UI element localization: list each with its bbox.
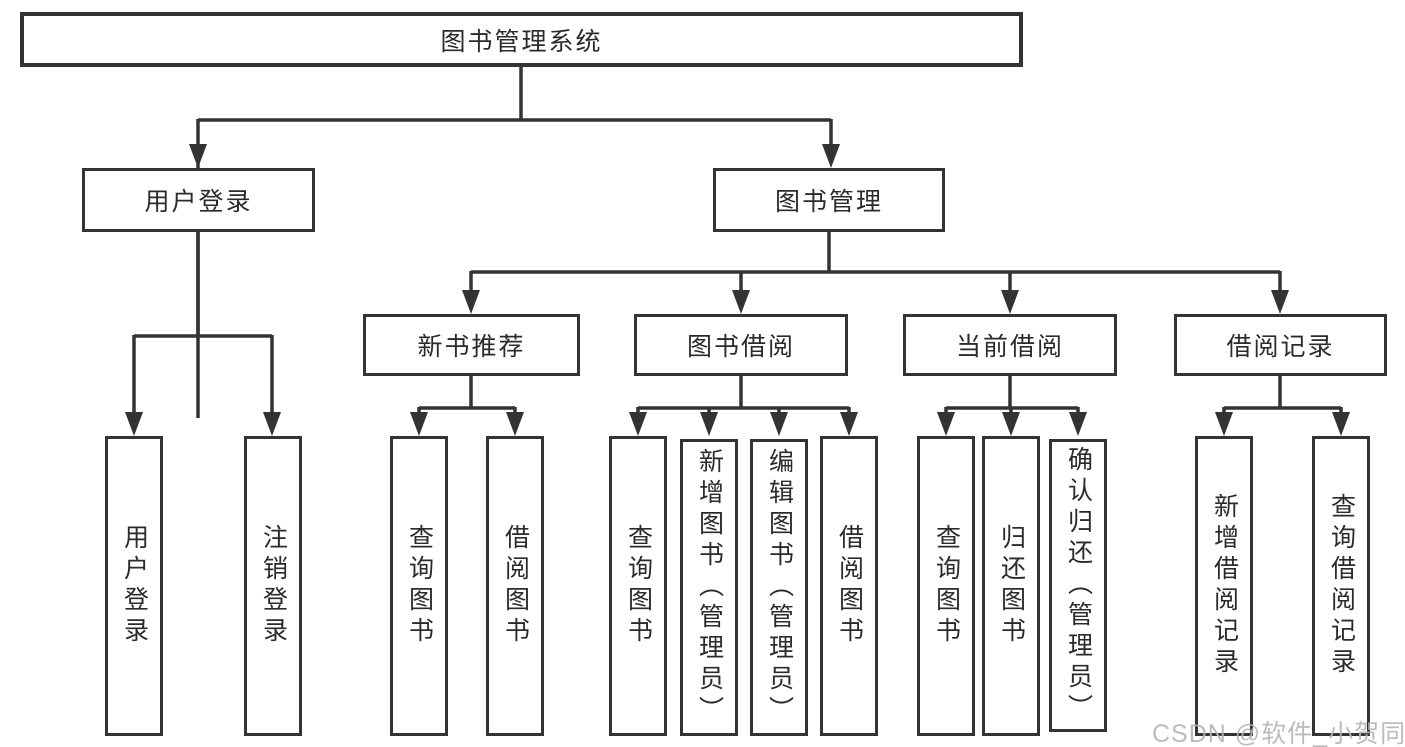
node-leaf-br-add-record: 新增借阅记录 — [1195, 436, 1253, 736]
node-leaf-bb-borrow-books: 借阅图书 — [820, 436, 878, 736]
arrowhead-bb-borrow-books — [840, 412, 858, 436]
arrowhead-book-management — [822, 144, 840, 168]
arrowhead-bb-query-books — [629, 412, 647, 436]
node-leaf-cb-confirm-return-admin: 确认归还（管理员） — [1049, 439, 1107, 732]
arrowhead-nbr-borrow-books — [506, 412, 524, 436]
arrowhead-cb-confirm-return — [1069, 412, 1087, 436]
node-leaf-logout: 注销登录 — [244, 436, 302, 736]
arrowhead-cb-query-books — [937, 412, 955, 436]
node-current-borrowing: 当前借阅 — [903, 314, 1117, 376]
node-leaf-user-login: 用户登录 — [105, 436, 163, 736]
node-leaf-br-query-record: 查询借阅记录 — [1312, 436, 1370, 736]
arrowhead-bb-edit-books — [770, 412, 788, 436]
node-leaf-nbr-query-books: 查询图书 — [390, 436, 448, 736]
arrowhead-leaf-user-login — [125, 412, 143, 436]
arrowhead-user-login-group — [189, 144, 207, 168]
connector-current-borrowing-to-leaves — [944, 376, 1080, 418]
node-leaf-bb-edit-books-admin: 编辑图书（管理员） — [750, 439, 808, 736]
node-leaf-cb-query-books: 查询图书 — [917, 436, 975, 736]
node-book-management: 图书管理 — [713, 168, 945, 232]
arrowhead-current-borrowing — [1001, 290, 1019, 314]
arrowhead-bb-add-books — [700, 412, 718, 436]
arrowhead-borrowing-records — [1271, 290, 1289, 314]
node-leaf-bb-query-books: 查询图书 — [609, 436, 667, 736]
connector-root-to-level2 — [196, 67, 833, 418]
node-new-book-recommend: 新书推荐 — [363, 314, 580, 376]
connector-book-borrowing-to-leaves — [636, 376, 851, 418]
watermark-text: CSDN @软件_小贺同学 — [1152, 720, 1405, 747]
arrowhead-leaf-logout — [263, 412, 281, 436]
node-user-login-group: 用户登录 — [82, 168, 315, 232]
arrowhead-new-book-recommend — [462, 290, 480, 314]
connector-book-management-to-level3 — [469, 232, 1282, 296]
node-leaf-cb-return-books: 归还图书 — [982, 436, 1040, 736]
node-borrowing-records: 借阅记录 — [1174, 314, 1387, 376]
arrowhead-br-query-record — [1332, 412, 1350, 436]
node-book-borrowing: 图书借阅 — [634, 314, 848, 376]
connector-new-book-recommend-to-leaves — [417, 376, 517, 418]
node-library-management-system: 图书管理系统 — [20, 12, 1023, 67]
connector-user-login-to-leaves — [132, 232, 274, 418]
node-leaf-bb-add-books-admin: 新增图书（管理员） — [680, 439, 738, 736]
arrowhead-book-borrowing — [732, 290, 750, 314]
node-leaf-nbr-borrow-books: 借阅图书 — [486, 436, 544, 736]
arrowhead-nbr-query-books — [410, 412, 428, 436]
arrowhead-cb-return-books — [1002, 412, 1020, 436]
connector-borrowing-records-to-leaves — [1222, 376, 1343, 418]
arrowhead-br-add-record — [1215, 412, 1233, 436]
